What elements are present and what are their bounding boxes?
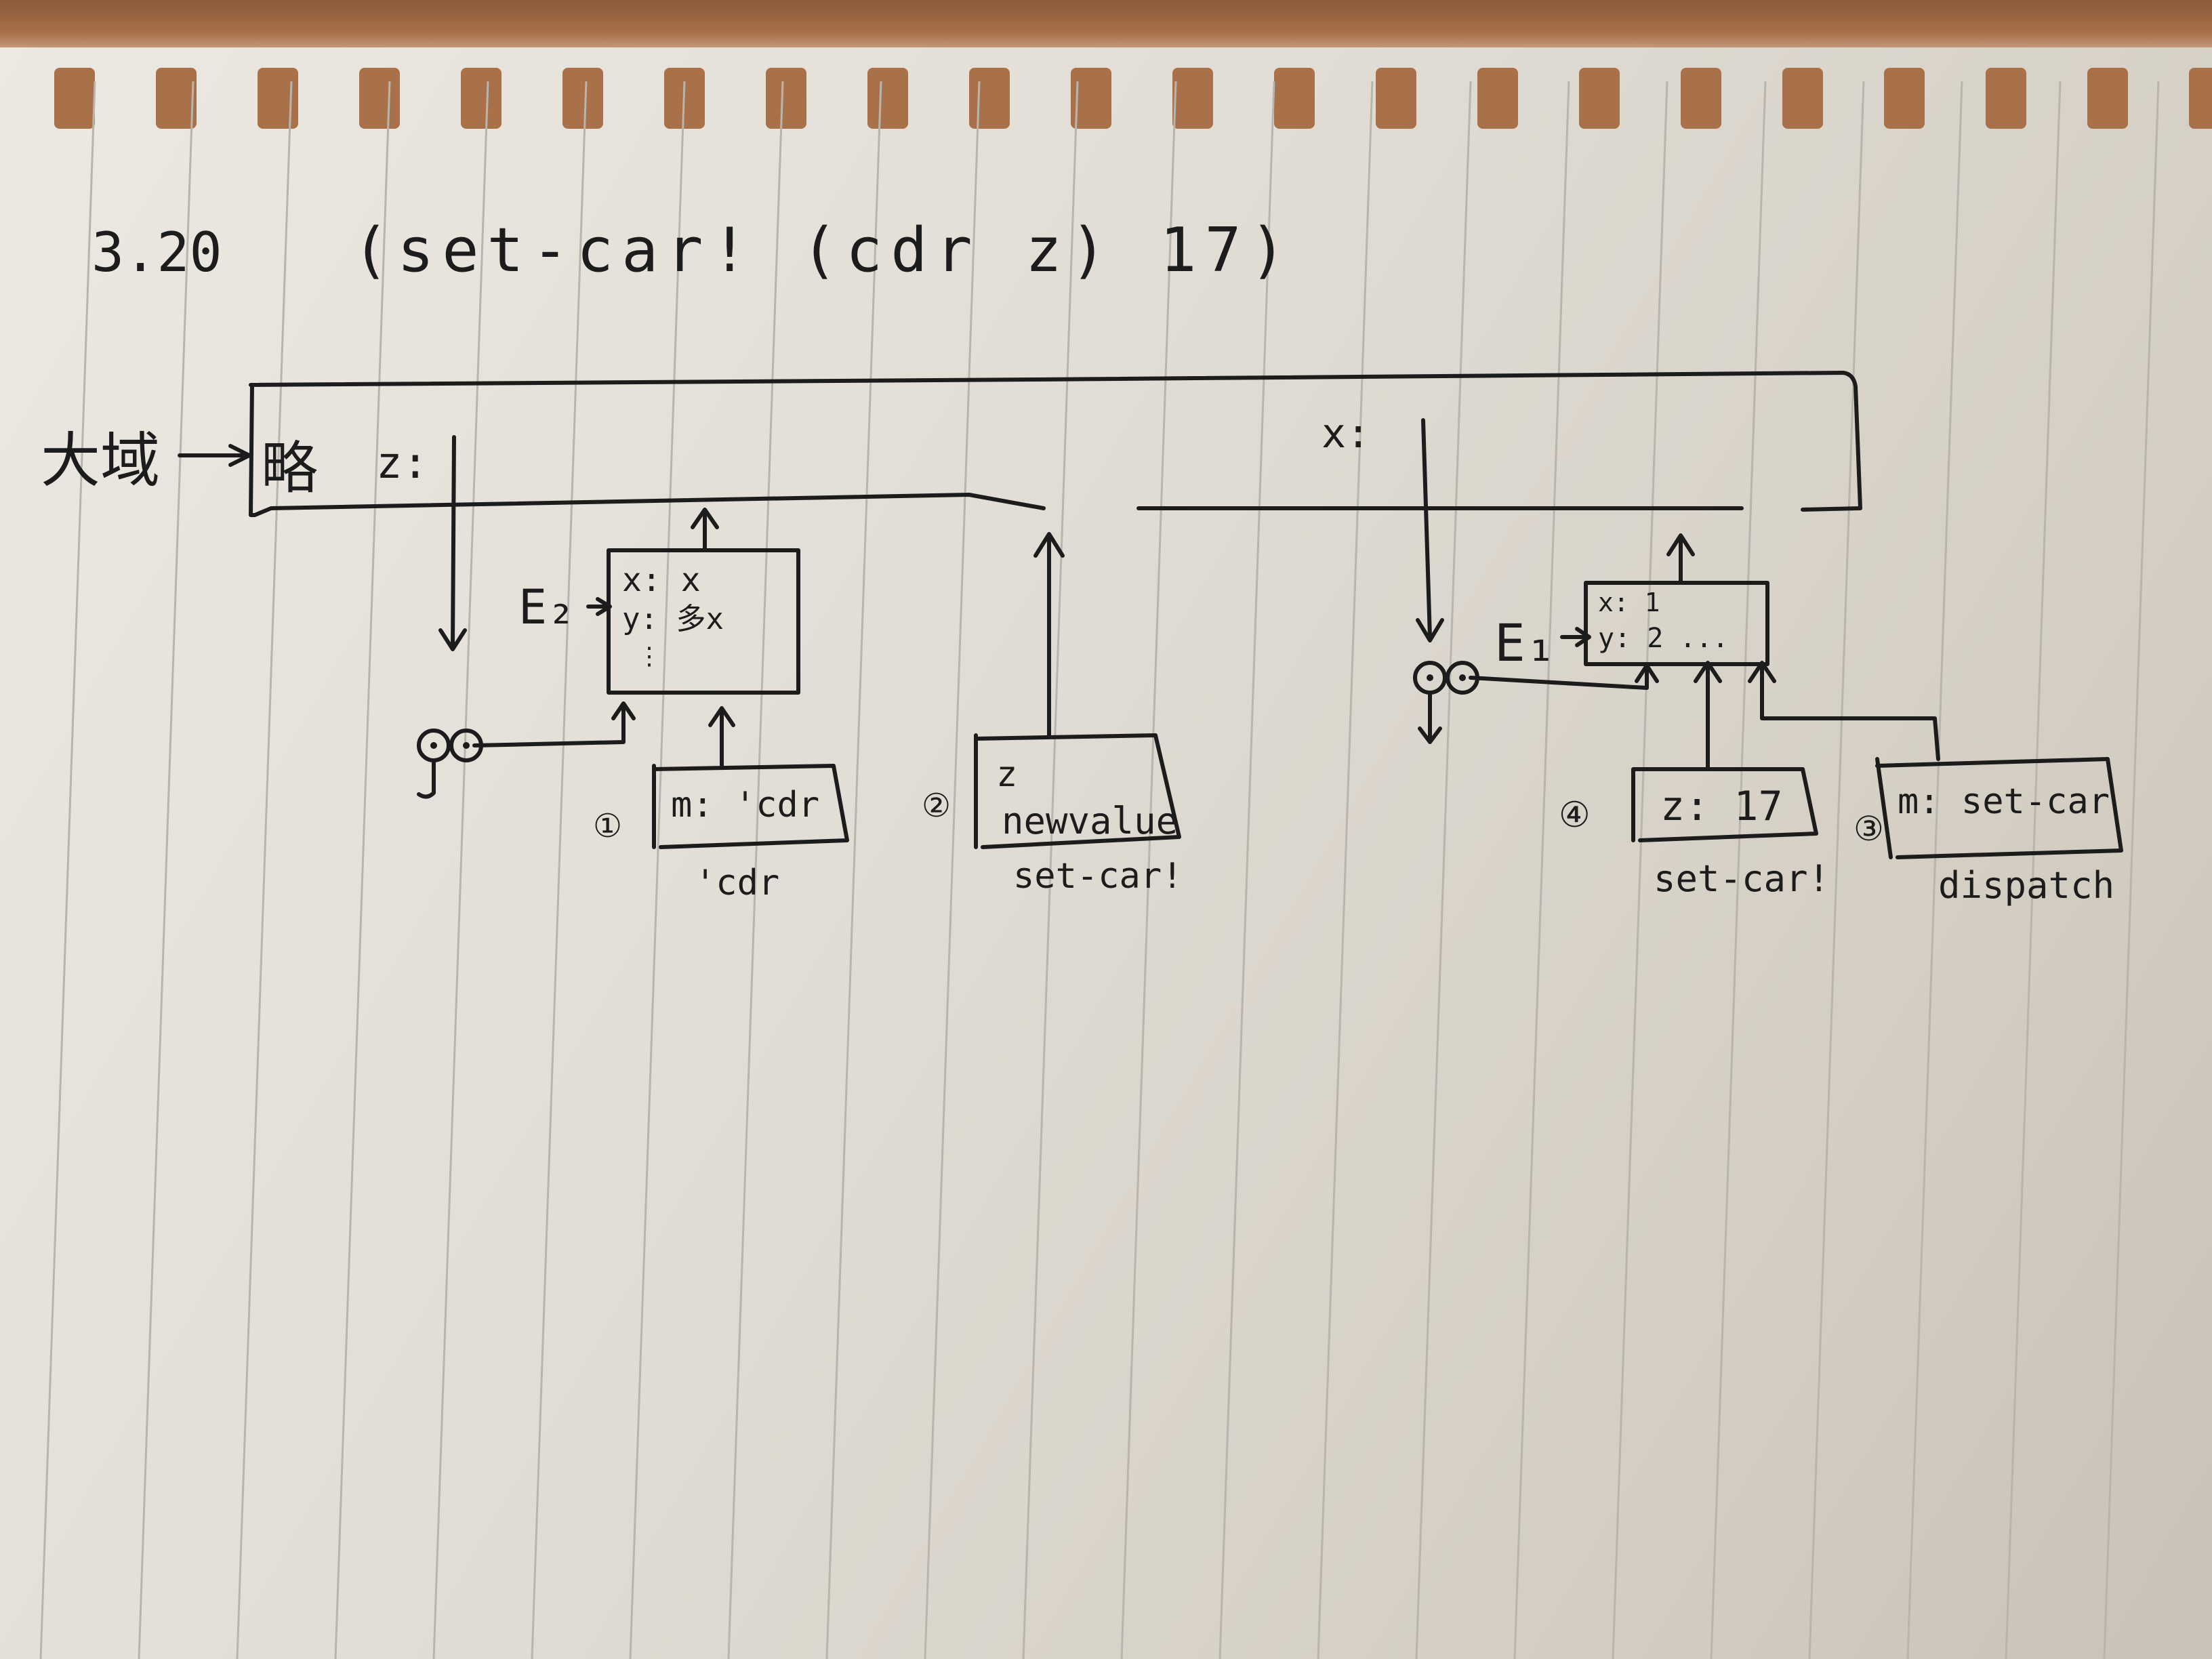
spiral-hole [969, 68, 1010, 129]
procedure-object-right [1413, 661, 1659, 744]
spiral-hole [54, 68, 95, 129]
global-env-omitted: 略 [261, 435, 318, 501]
frame4-up-arrow [1694, 661, 1722, 771]
spiral-hole [1782, 68, 1823, 129]
rule-line [236, 81, 293, 1659]
x-binding-arrow [1416, 418, 1444, 642]
spiral-hole [1681, 68, 1721, 129]
frame3-step: ③ [1853, 809, 1884, 848]
spiral-hole [2189, 68, 2212, 129]
env-e1-box [1584, 581, 1769, 666]
env-e2-line1: x: x [622, 561, 701, 599]
spiral-hole [1274, 68, 1315, 129]
env-e2-line3: ⋮ [637, 642, 661, 670]
frame1-step: ① [593, 807, 622, 845]
frame3-up-arrow [1748, 661, 1940, 761]
env-e2-line2: y: 多x [622, 602, 724, 636]
spiral-hole [258, 68, 298, 129]
rule-line [2103, 81, 2160, 1659]
env-e2-up-arrow [691, 508, 719, 552]
frame1-up-arrow [708, 706, 735, 768]
spiral-hole [2087, 68, 2128, 129]
ruled-lines [39, 81, 2160, 1659]
rule-line [1513, 81, 1570, 1659]
procedure-object-left [417, 701, 636, 799]
rule-line [1906, 81, 1963, 1659]
frame3-content: m: set-car [1898, 781, 2110, 822]
rule-line [1415, 81, 1472, 1659]
diagram-canvas: 3.20 (set-car! (cdr z) 17) 大域 略 z: x: E₂… [39, 68, 2212, 1659]
rule-line [1022, 81, 1079, 1659]
spiral-hole [1477, 68, 1518, 129]
spiral-hole [766, 68, 806, 129]
rule-line [825, 81, 882, 1659]
rule-line [727, 81, 784, 1659]
rule-line [924, 81, 981, 1659]
frame4-caption: set-car! [1654, 857, 1830, 900]
frame2-box [974, 733, 1181, 849]
env-e1-line2: y: 2 ... [1598, 623, 1729, 654]
env-e2-name: E₂ [518, 579, 575, 635]
frame4-step: ④ [1559, 795, 1591, 836]
frame1-content: m: 'cdr [671, 785, 819, 825]
spiral-hole [359, 68, 400, 129]
rule-line [2005, 81, 2062, 1659]
global-environment-box [249, 371, 1862, 517]
frame2-step: ② [922, 787, 951, 825]
rule-line [629, 81, 686, 1659]
env-e1-line1: x: 1 [1598, 588, 1660, 617]
spiral-hole [1071, 68, 1111, 129]
rule-line [1120, 81, 1177, 1659]
spiral-hole [1579, 68, 1620, 129]
frame2-up-arrow [1033, 532, 1065, 737]
rule-line [334, 81, 391, 1659]
spiral-hole [156, 68, 197, 129]
rule-line [1710, 81, 1767, 1659]
frame3-caption: dispatch [1938, 864, 2114, 907]
global-env-label: 大域 [41, 426, 160, 495]
global-env-pointer-arrow [178, 444, 251, 467]
exercise-expression: (set-car! (cdr z) 17) [352, 215, 1294, 286]
spiral-hole [461, 68, 501, 129]
frame2-caption: set-car! [1013, 856, 1183, 897]
rule-line [1317, 81, 1374, 1659]
frame1-caption: 'cdr [695, 863, 779, 903]
rule-line [1808, 81, 1865, 1659]
env-e1-up-arrow [1666, 533, 1695, 585]
frame2-content-top: z [996, 754, 1017, 795]
spiral-binding [54, 68, 2212, 129]
rule-line [39, 81, 96, 1659]
rule-line [1218, 81, 1275, 1659]
spiral-hole [1884, 68, 1925, 129]
rule-line [1612, 81, 1668, 1659]
notebook-top-strip [0, 0, 2212, 47]
rule-line [138, 81, 194, 1659]
frame1-box [652, 764, 849, 849]
spiral-hole [1172, 68, 1213, 129]
spiral-hole [1376, 68, 1416, 129]
global-binding-z: z: [376, 438, 428, 489]
notebook-page: 3.20 (set-car! (cdr z) 17) 大域 略 z: x: E₂… [0, 41, 2212, 1659]
spiral-hole [867, 68, 908, 129]
z-binding-arrow [438, 435, 467, 651]
frame4-content: z: 17 [1660, 783, 1783, 830]
exercise-number: 3.20 [91, 221, 222, 284]
global-binding-x: x: [1322, 410, 1370, 457]
frame4-box [1631, 767, 1818, 842]
spiral-hole [562, 68, 603, 129]
rule-line [531, 81, 588, 1659]
env-e1-name: E₁ [1494, 613, 1557, 673]
frame3-box [1875, 757, 2123, 859]
spiral-hole [1986, 68, 2026, 129]
rule-line [432, 81, 489, 1659]
frame2-content-bottom: newvalue [1002, 800, 1178, 842]
